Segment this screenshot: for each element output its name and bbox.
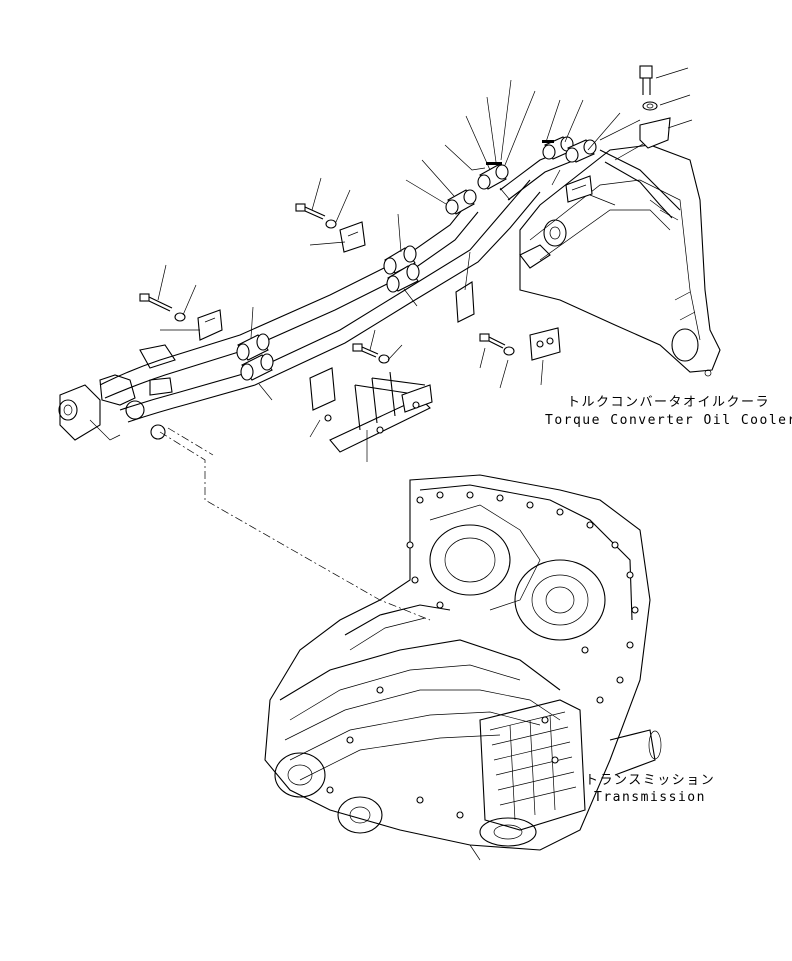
bracket-assembly bbox=[309, 367, 433, 453]
leader-lines bbox=[157, 67, 693, 861]
bolt-icon bbox=[352, 343, 379, 358]
coupler-2 bbox=[240, 353, 274, 381]
washer-icon bbox=[378, 354, 390, 364]
fasteners bbox=[139, 65, 658, 364]
clamp-icon bbox=[197, 309, 223, 341]
bolt-icon bbox=[139, 293, 173, 312]
washer-icon bbox=[642, 101, 658, 111]
transmission-label-jp: トランスミッション bbox=[585, 773, 716, 788]
washer-icon bbox=[325, 219, 337, 229]
transmission-label-en: Transmission bbox=[594, 790, 706, 805]
clamp-icon bbox=[455, 281, 475, 323]
coupler-5 bbox=[445, 189, 477, 215]
clamp-icon bbox=[339, 221, 366, 253]
oil-cooler-label-jp: トルクコンバータオイルクーラ bbox=[567, 395, 771, 410]
bracket-icon bbox=[639, 117, 671, 149]
bolt-icon bbox=[295, 203, 326, 220]
transmission bbox=[264, 474, 662, 851]
coupler-1 bbox=[236, 333, 270, 361]
bolt-icon bbox=[479, 333, 506, 349]
center-lines bbox=[159, 427, 431, 621]
hose-couplers bbox=[236, 136, 597, 381]
bracket-icon bbox=[529, 327, 561, 361]
clamps bbox=[197, 117, 671, 341]
bolt-icon bbox=[639, 65, 653, 95]
oil-cooler-label-en: Torque Converter Oil Cooler bbox=[545, 413, 792, 428]
coupler-6 bbox=[477, 164, 509, 190]
washer-icon bbox=[174, 312, 186, 322]
washer-icon bbox=[503, 346, 515, 356]
clamp-icon bbox=[565, 175, 593, 203]
coupler-4 bbox=[386, 263, 420, 293]
coupler-8 bbox=[565, 139, 597, 163]
